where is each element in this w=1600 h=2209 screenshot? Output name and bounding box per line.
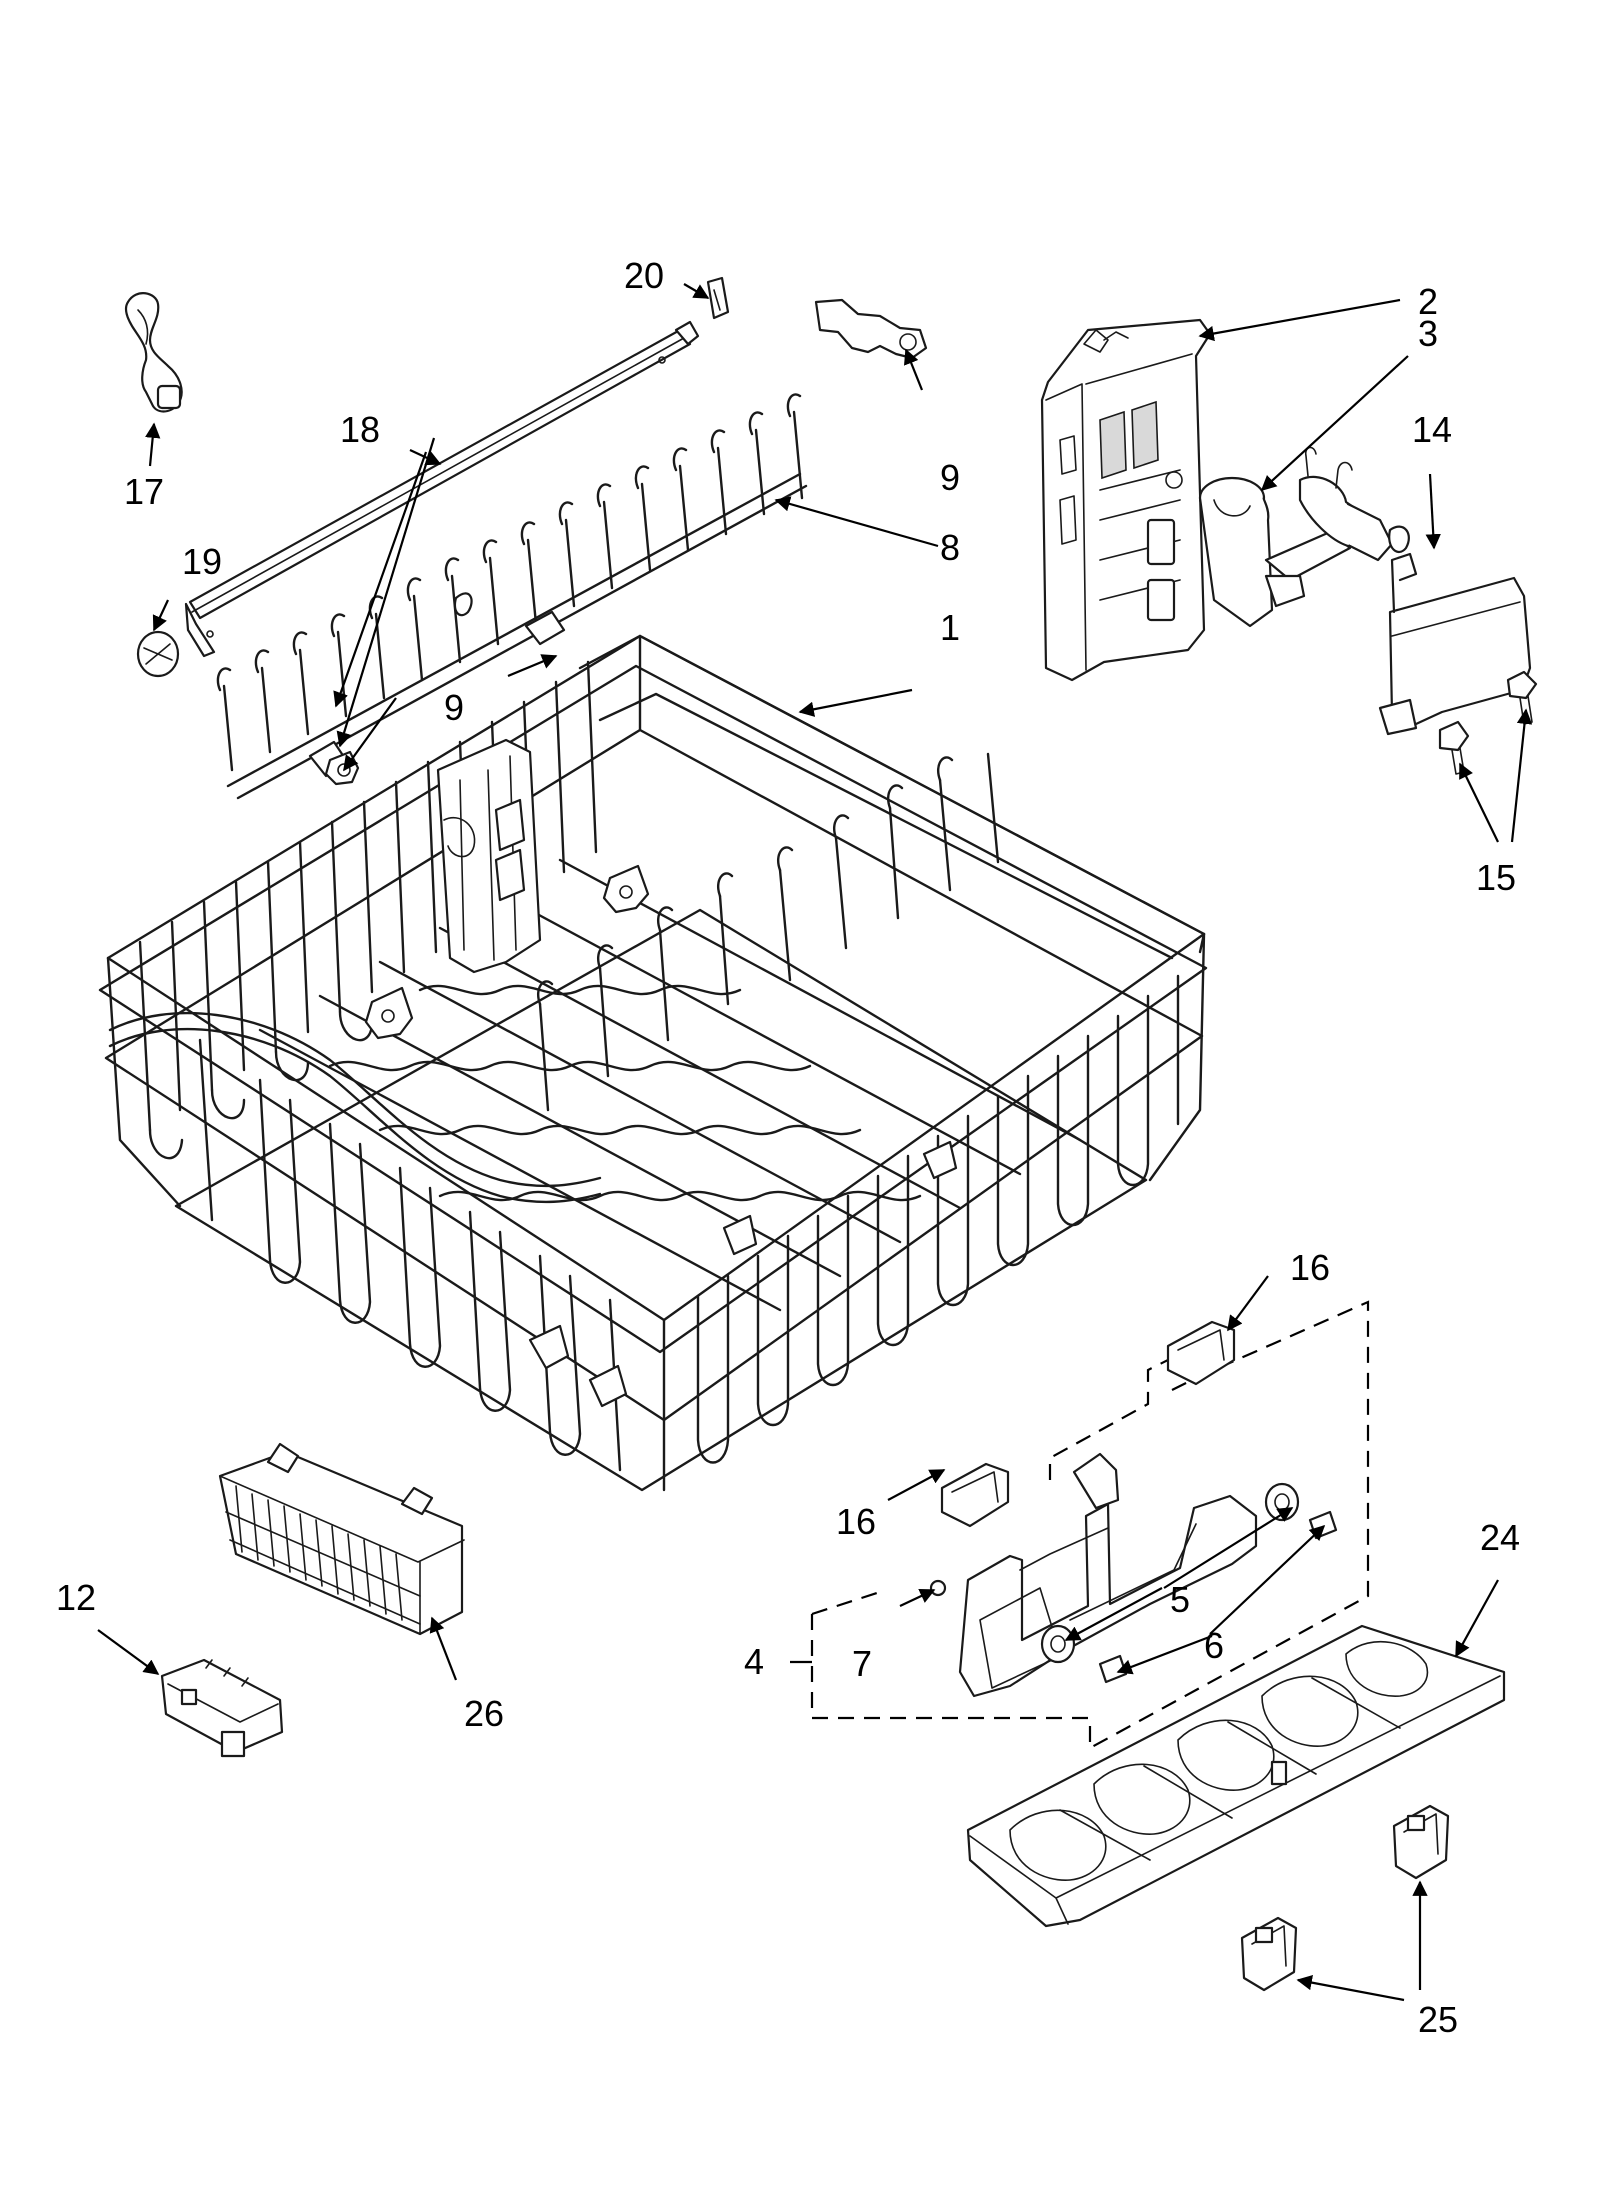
callout-17: 17 [124, 471, 164, 512]
callout-1: 1 [940, 607, 960, 648]
part-18-rail [184, 320, 700, 658]
part-26-basket [218, 1442, 465, 1636]
part-24-tray [966, 1624, 1506, 1928]
callout-4: 4 [744, 1641, 764, 1682]
part-4-assembly [810, 1300, 1370, 1750]
callout-15: 15 [1476, 857, 1516, 898]
callout-5: 5 [1170, 1579, 1190, 1620]
callout-labels: 20 2 3 18 14 9 17 8 19 1 9 15 16 16 24 1… [56, 255, 1520, 2040]
callout-14: 14 [1412, 409, 1452, 450]
callout-9-top: 9 [940, 457, 960, 498]
part-25-clips [1240, 1804, 1450, 1992]
leader-lines [97, 283, 1533, 2002]
callout-19: 19 [182, 541, 222, 582]
callout-25: 25 [1418, 1999, 1458, 2040]
callout-16-left: 16 [836, 1501, 876, 1542]
callout-24: 24 [1480, 1517, 1520, 1558]
part-15-screws [1438, 670, 1538, 775]
callout-16-top: 16 [1290, 1247, 1330, 1288]
part-12-clip [160, 1658, 284, 1758]
callout-2: 2 [1418, 281, 1438, 322]
callout-26: 26 [464, 1693, 504, 1734]
part-20-clip [706, 276, 730, 320]
part-14-cover [1378, 552, 1532, 736]
callout-20: 20 [624, 255, 664, 296]
part-2-housing [1040, 318, 1212, 682]
part-9-hinge-top [814, 298, 928, 360]
part-3-handle [1198, 446, 1410, 628]
callout-9-lower: 9 [444, 687, 464, 728]
callout-18: 18 [340, 409, 380, 450]
callout-12: 12 [56, 1577, 96, 1618]
part-1-rack [98, 634, 1208, 1492]
part-8-tine-row [216, 393, 808, 800]
callout-7: 7 [852, 1643, 872, 1684]
part-17-lever [124, 292, 183, 413]
callout-8: 8 [940, 527, 960, 568]
callout-6: 6 [1204, 1625, 1224, 1666]
part-19-knob [136, 630, 180, 678]
callout-3: 3 [1418, 313, 1438, 354]
